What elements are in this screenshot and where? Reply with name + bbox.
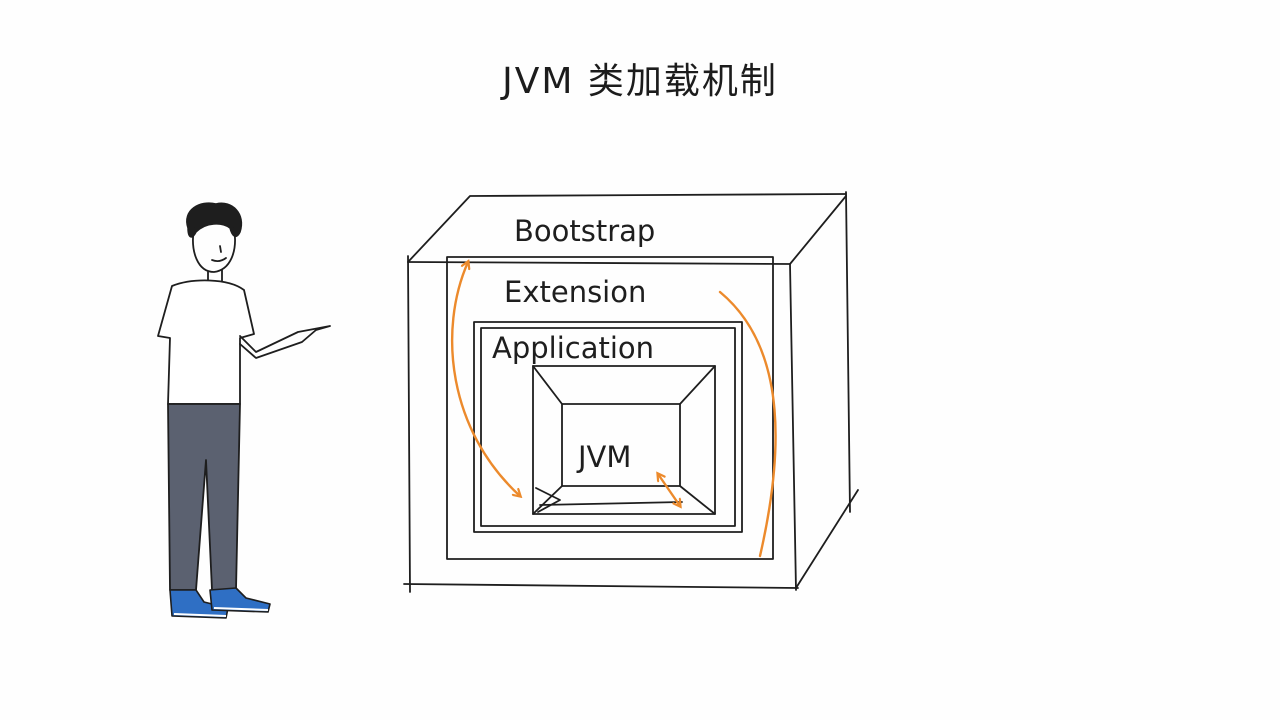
delegation-arrow-left — [450, 262, 520, 496]
diagram-title: JVM 类加载机制 — [502, 61, 778, 102]
bootstrap-label: Bootstrap — [514, 214, 655, 248]
person-pointing-icon — [157, 202, 331, 619]
application-label: Application — [492, 331, 654, 365]
extension-label: Extension — [504, 275, 646, 309]
delegation-arrow-core — [658, 474, 680, 506]
jvm-core-box — [532, 365, 716, 515]
jvm-core-label: JVM — [576, 440, 631, 474]
delegation-arrow-right — [718, 290, 777, 558]
extension-box — [446, 256, 774, 560]
